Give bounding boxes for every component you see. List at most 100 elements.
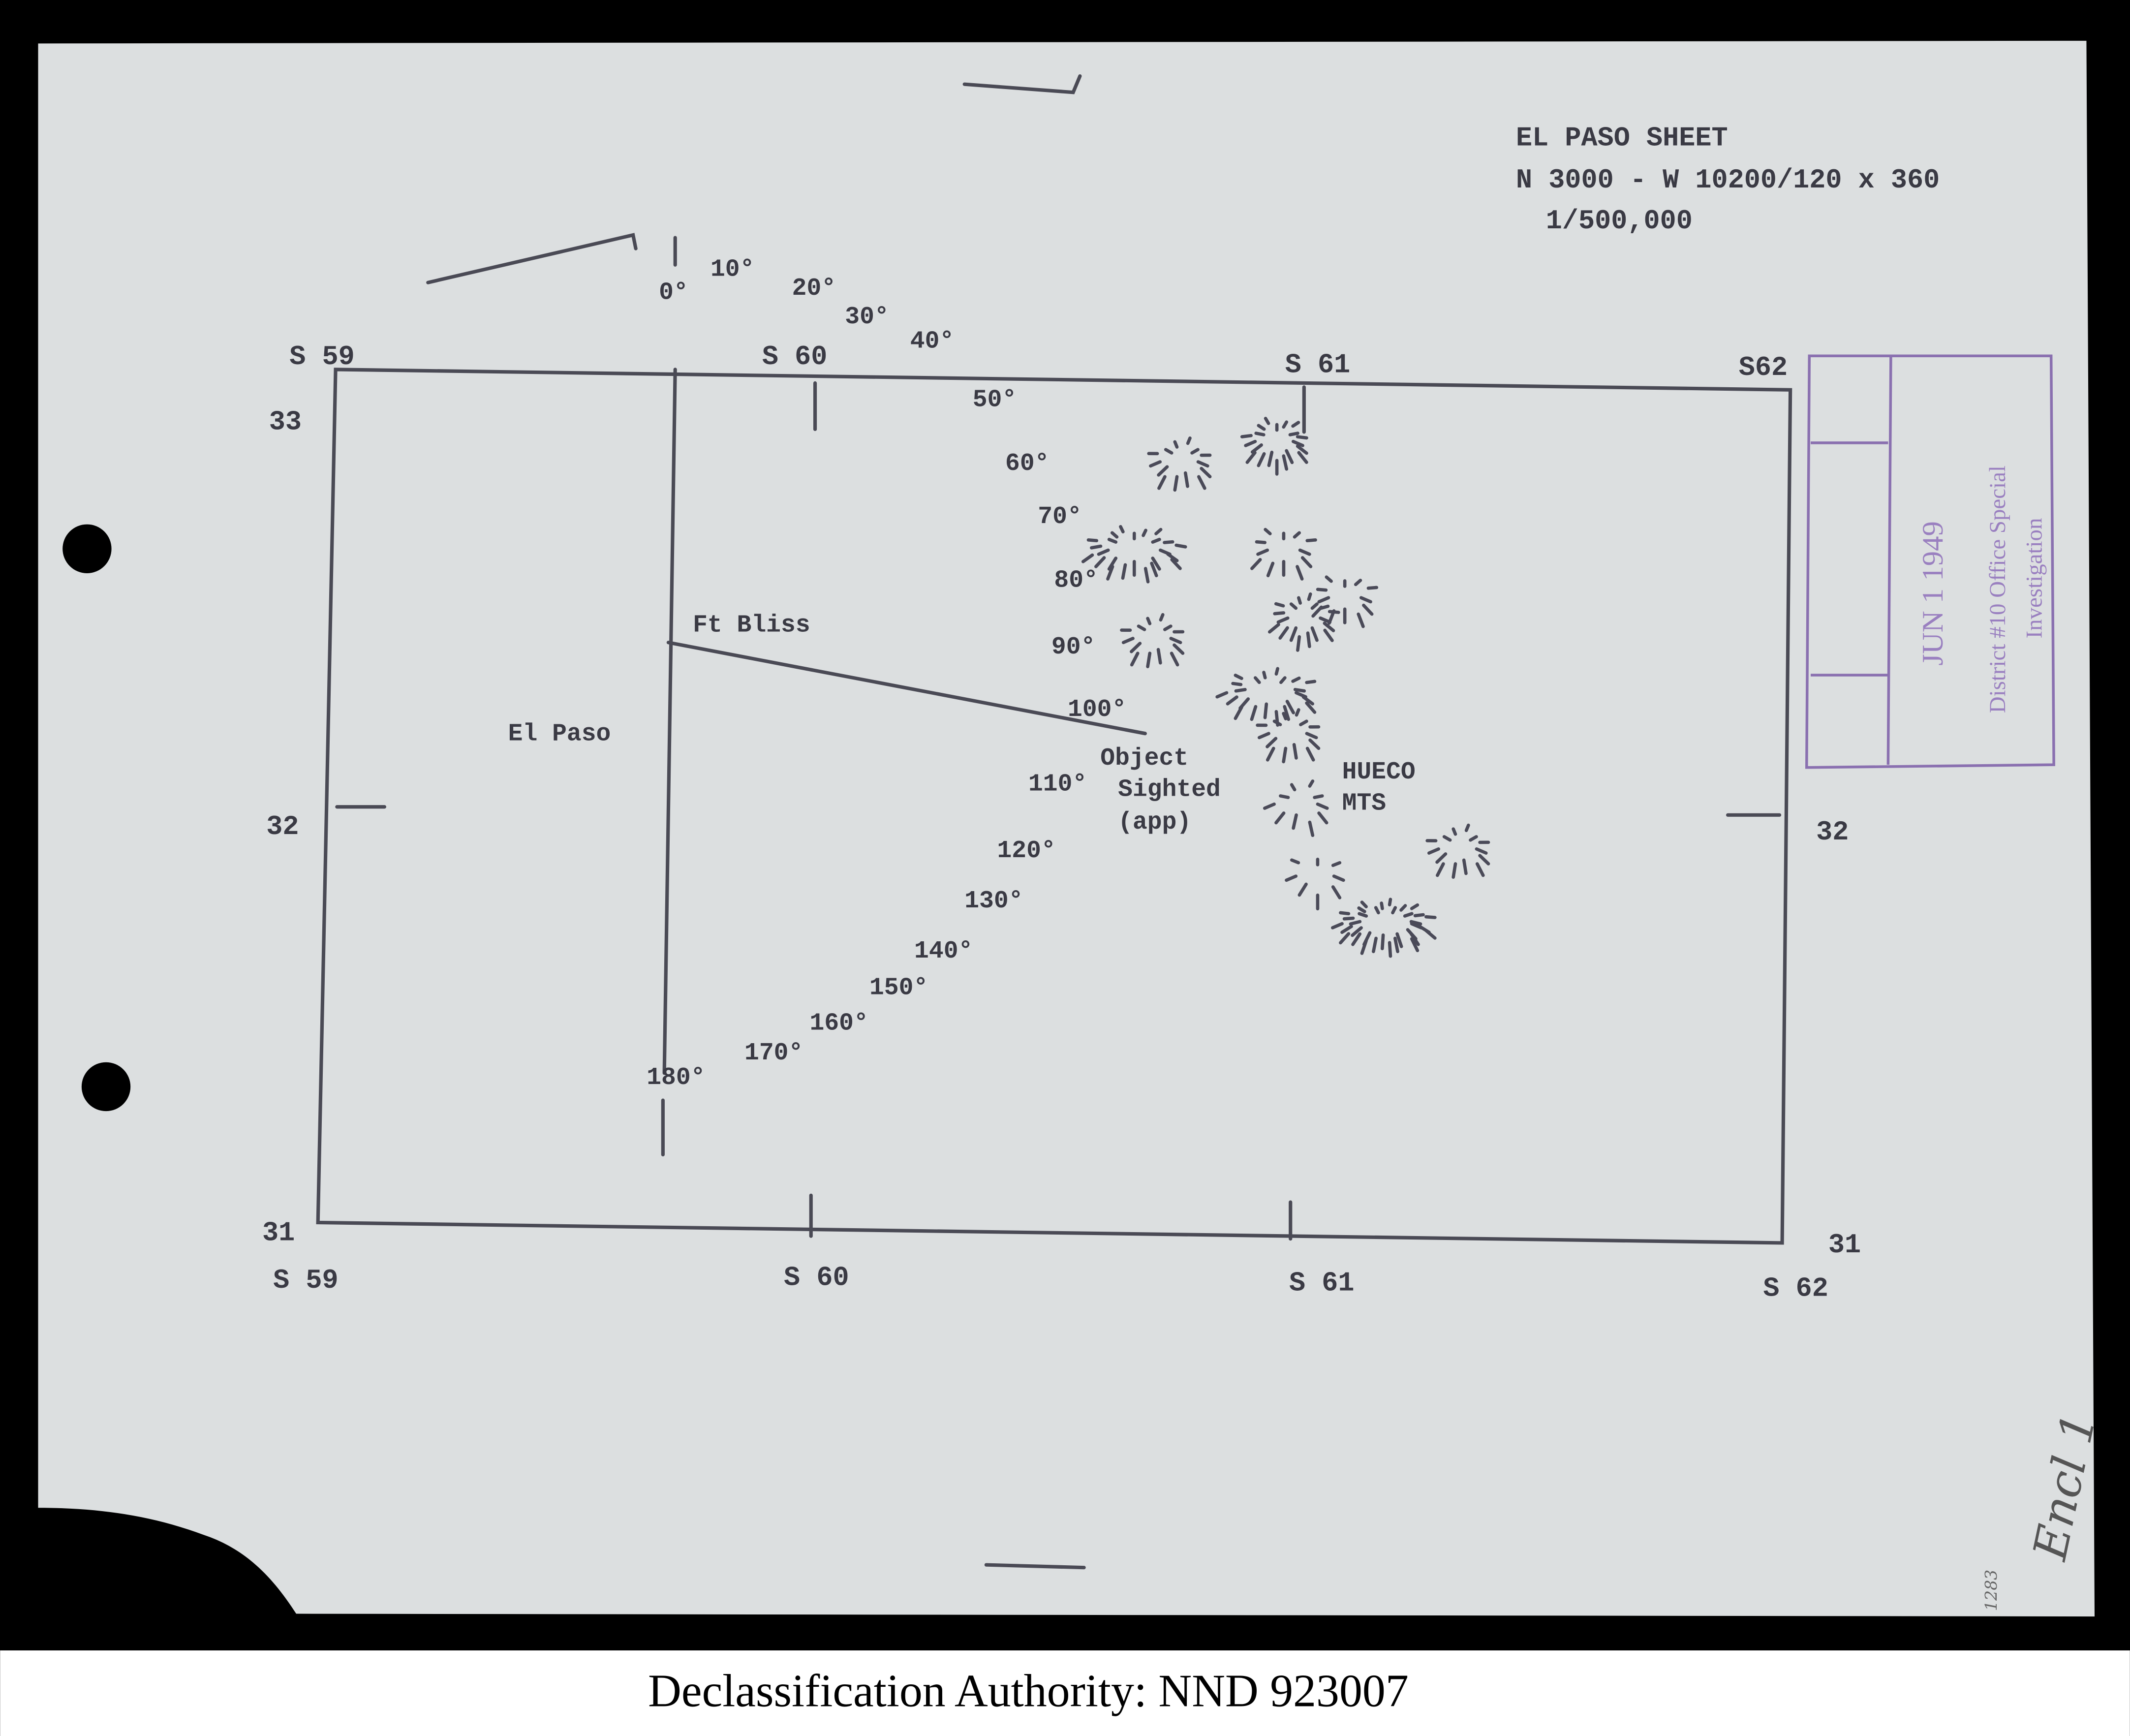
hachure-mark	[1276, 616, 1290, 624]
grid-label-right: 31	[1828, 1230, 1861, 1261]
stamp-office: District #10 Office Special	[1985, 465, 2010, 713]
bearing-label: 120°	[997, 837, 1055, 865]
hachure-mark	[1166, 552, 1179, 562]
hachure-mark	[1190, 448, 1200, 455]
hachure-mark	[1285, 874, 1298, 882]
hachure-mark	[1316, 588, 1328, 592]
bearing-label: 90°	[1051, 633, 1095, 661]
hachure-mark	[1090, 544, 1103, 550]
hachure-mark	[1388, 941, 1392, 958]
hachure-mark	[1231, 682, 1243, 686]
hachure-mark	[1317, 811, 1328, 825]
bearing-label: 170°	[744, 1039, 803, 1067]
bearing-label: 180°	[647, 1064, 705, 1091]
hachure-mark	[1349, 920, 1362, 926]
hachure-mark	[1164, 448, 1173, 455]
hachure-mark	[1359, 596, 1372, 604]
hachure-mark	[1308, 779, 1315, 788]
hachure-mark	[1151, 537, 1161, 544]
grid-label-top: S 60	[762, 341, 828, 372]
office-stamp: JUN 1 1949 District #10 Office Special I…	[1805, 354, 2055, 769]
label-object-sighted: Sighted	[1118, 776, 1221, 804]
hachure-mark	[1146, 617, 1152, 625]
hachure-mark	[1097, 548, 1110, 556]
punch-hole	[62, 524, 112, 573]
hachure-mark	[1451, 862, 1457, 879]
hachure-mark	[1290, 783, 1297, 792]
hachure-mark	[1436, 862, 1445, 877]
hachure-mark	[1215, 691, 1229, 699]
hachure-mark	[1154, 527, 1163, 535]
hachure-mark	[1267, 450, 1274, 467]
hachure-mark	[1250, 705, 1258, 721]
hachure-mark	[1146, 651, 1152, 669]
hachure-mark	[1442, 835, 1452, 842]
hachure-mark	[1272, 719, 1282, 726]
hachure-mark	[1301, 695, 1315, 706]
bearing-label: 140°	[914, 937, 973, 965]
hachure-mark	[1305, 701, 1317, 714]
bearing-label: 100°	[1068, 696, 1126, 723]
grid-label-right: 32	[1816, 817, 1849, 848]
hachure-mark	[1279, 794, 1290, 799]
hachure-mark	[1427, 847, 1440, 855]
hachure-mark	[1299, 719, 1308, 726]
hachure-mark	[1305, 732, 1318, 740]
handwritten-page-number: 1283	[1981, 1570, 2001, 1611]
hachure-mark	[1413, 913, 1425, 918]
hachure-mark	[1106, 565, 1114, 581]
hachure-mark	[1130, 651, 1140, 667]
hachure-mark	[1245, 451, 1257, 464]
hachure-mark	[1307, 592, 1312, 601]
hachure-mark	[1308, 820, 1315, 837]
hachure-mark	[1451, 827, 1457, 836]
hachure-mark	[1174, 543, 1187, 549]
hachure-mark	[1297, 596, 1302, 605]
hachure-mark	[1357, 906, 1366, 913]
grid-label-top: S62	[1739, 352, 1788, 383]
sheet-title: EL PASO SHEET	[1516, 123, 1728, 154]
hachure-mark	[1285, 700, 1296, 714]
hachure-mark	[1462, 858, 1468, 875]
hachure-mark	[1393, 936, 1399, 954]
hachure-mark	[1264, 417, 1270, 425]
grid-label-bottom: S 60	[784, 1262, 849, 1293]
hachure-mark	[1234, 688, 1247, 693]
bearing-label: 60°	[1005, 450, 1049, 477]
hachure-mark	[1374, 906, 1380, 915]
hachure-mark	[1274, 811, 1286, 825]
hachure-mark	[1358, 912, 1368, 918]
hachure-mark	[1399, 904, 1407, 912]
bearing-label: 70°	[1038, 503, 1081, 530]
hachure-mark	[1308, 738, 1321, 750]
hachure-mark	[1250, 558, 1262, 570]
hueco-mountains-hachures	[1081, 417, 1490, 958]
hachure-mark	[1170, 558, 1182, 570]
hachure-mark	[1266, 746, 1275, 762]
hachure-mark	[1323, 628, 1334, 642]
hachure-mark	[1159, 613, 1165, 622]
hachure-mark	[1317, 596, 1330, 604]
label-hueco-mts: HUECO	[1342, 758, 1416, 786]
hachure-mark	[1331, 922, 1344, 930]
hachure-mark	[1339, 932, 1351, 945]
bearing-label: 130°	[964, 887, 1023, 915]
hachure-mark	[1296, 635, 1301, 652]
hachure-mark	[1226, 695, 1238, 706]
grid-label-bottom: S 59	[273, 1265, 339, 1296]
footer-strip	[0, 1650, 2130, 1736]
label-object-sighted: Object	[1100, 744, 1188, 772]
grid-label-left: 31	[262, 1217, 295, 1248]
bearing-label: 110°	[1028, 771, 1087, 798]
hachure-mark	[1469, 835, 1478, 842]
label-hueco-mts: MTS	[1342, 789, 1386, 817]
hachure-mark	[1289, 626, 1298, 642]
hachure-mark	[1240, 434, 1253, 438]
hachure-mark	[1310, 626, 1319, 642]
hachure-mark	[1149, 460, 1162, 468]
hachure-mark	[1157, 465, 1169, 477]
hachure-mark	[1130, 642, 1142, 653]
hachure-mark	[1288, 432, 1299, 436]
hachure-mark	[1279, 676, 1287, 684]
